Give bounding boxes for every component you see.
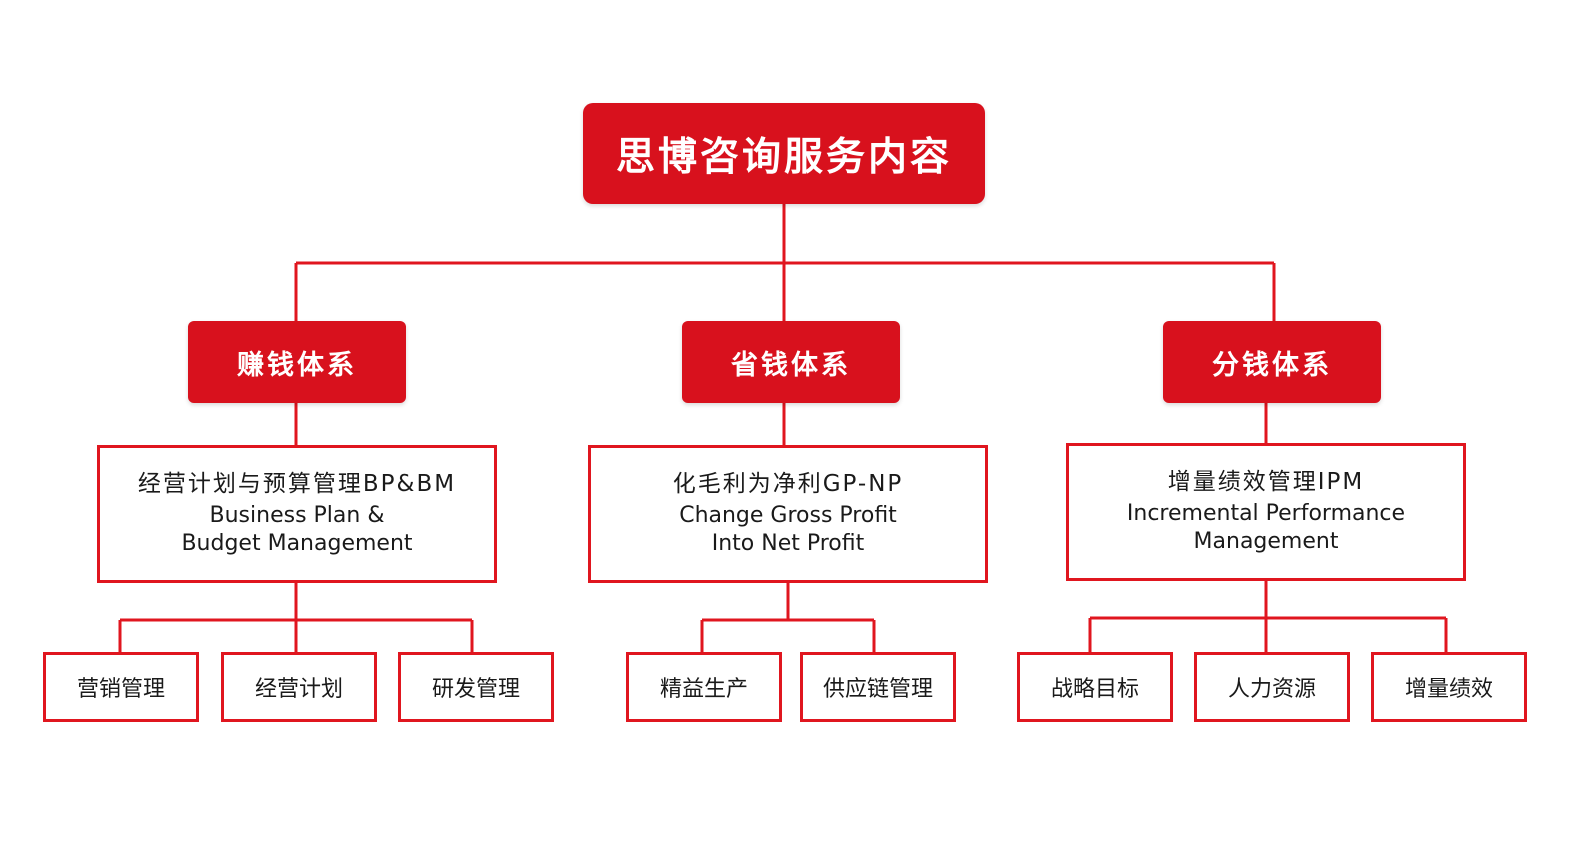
desc-en-line2: Budget Management	[181, 531, 413, 556]
desc-zh: 化毛利为净利GP-NP	[672, 471, 904, 497]
leaf-label: 营销管理	[76, 677, 165, 702]
category-make-money: 赚钱体系	[188, 321, 406, 403]
desc-en-line2: Management	[1193, 529, 1339, 554]
desc-en-line2: Into Net Profit	[711, 531, 865, 556]
category-save-money: 省钱体系	[682, 321, 900, 403]
desc-box-gp-np: 化毛利为净利GP-NP Change Gross Profit Into Net…	[588, 445, 988, 583]
desc-zh: 经营计划与预算管理BP&BM	[137, 471, 457, 497]
leaf-box: 增量绩效	[1371, 652, 1527, 722]
desc-box-bp-bm: 经营计划与预算管理BP&BM Business Plan & Budget Ma…	[97, 445, 497, 583]
category-label: 省钱体系	[731, 349, 851, 381]
desc-en-line1: Incremental Performance	[1126, 501, 1406, 526]
leaf-label: 研发管理	[431, 677, 520, 702]
leaf-box: 精益生产	[626, 652, 782, 722]
leaf-label: 供应链管理	[822, 677, 933, 702]
leaf-label: 增量绩效	[1404, 677, 1493, 702]
root-node: 思博咨询服务内容	[583, 103, 985, 204]
category-label: 赚钱体系	[237, 349, 357, 381]
category-label: 分钱体系	[1212, 349, 1332, 381]
leaf-label: 经营计划	[254, 677, 343, 702]
leaf-box: 经营计划	[221, 652, 377, 722]
desc-box-ipm: 增量绩效管理IPM Incremental Performance Manage…	[1066, 443, 1466, 581]
desc-en-line1: Change Gross Profit	[679, 503, 897, 528]
leaf-box: 供应链管理	[800, 652, 956, 722]
desc-en-line1: Business Plan &	[209, 503, 385, 528]
category-share-money: 分钱体系	[1163, 321, 1381, 403]
root-label: 思博咨询服务内容	[615, 134, 952, 180]
leaf-label: 精益生产	[659, 677, 748, 702]
leaf-box: 人力资源	[1194, 652, 1350, 722]
leaf-box: 营销管理	[43, 652, 199, 722]
leaf-label: 人力资源	[1227, 677, 1316, 702]
leaf-box: 战略目标	[1017, 652, 1173, 722]
leaf-label: 战略目标	[1050, 677, 1139, 702]
desc-zh: 增量绩效管理IPM	[1167, 469, 1365, 495]
leaf-box: 研发管理	[398, 652, 554, 722]
